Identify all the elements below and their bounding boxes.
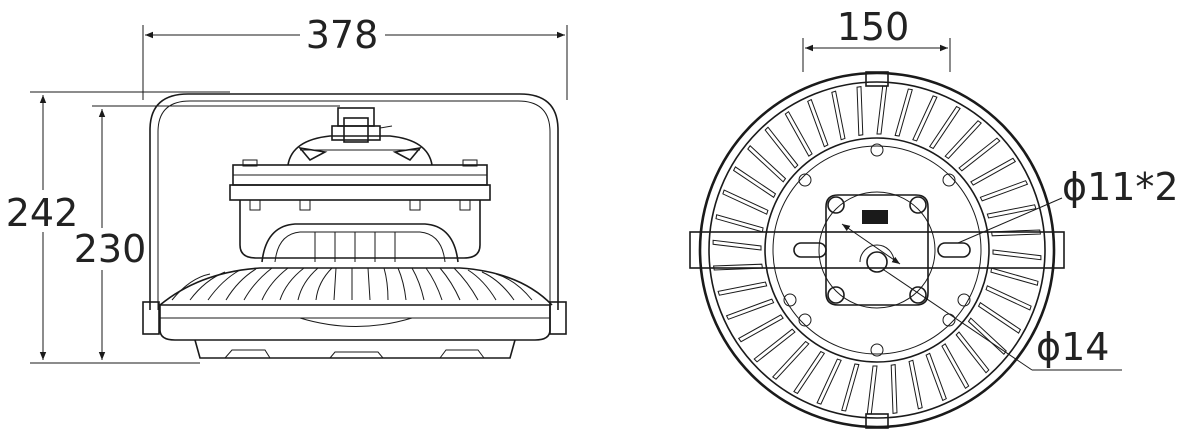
fin	[890, 363, 898, 414]
heatsink-core	[261, 223, 459, 263]
fin	[986, 204, 1037, 219]
fin	[722, 189, 769, 215]
logo-mark	[862, 210, 888, 224]
fin	[985, 285, 1032, 311]
center-plate	[825, 194, 929, 306]
mounting-bracket	[142, 93, 567, 335]
fin	[955, 331, 990, 374]
fin	[876, 85, 888, 135]
slot-hole-right	[937, 242, 971, 258]
front-bracket	[689, 231, 1065, 269]
fin	[715, 214, 764, 233]
heatsink-fins	[159, 267, 553, 306]
fin	[967, 317, 1007, 355]
fin	[941, 343, 970, 390]
fin	[894, 88, 913, 137]
dim-label-center-hole: ϕ14	[1036, 325, 1109, 369]
fin	[784, 110, 813, 157]
fin	[816, 358, 842, 405]
cable-gland	[331, 107, 393, 143]
housing-outline	[698, 71, 1056, 429]
fin	[992, 249, 1042, 261]
dim-label-overall-height: 242	[6, 191, 79, 235]
fin	[979, 180, 1029, 202]
fin	[717, 281, 768, 296]
clips	[865, 71, 889, 429]
fin	[990, 229, 1041, 237]
leader-center-hole: ϕ14	[883, 269, 1122, 371]
fin	[977, 301, 1022, 334]
fin	[753, 328, 796, 363]
dim-label-bracket-spacing: 150	[837, 5, 910, 49]
slot-hole-left	[793, 242, 827, 258]
fin	[772, 340, 810, 380]
fin	[841, 363, 860, 412]
dimension-bracket-spacing: 150	[802, 5, 951, 72]
fin	[866, 365, 878, 415]
dimension-width: 378	[142, 13, 568, 100]
leader-slot-holes: ϕ11*2	[841, 165, 1179, 265]
fin	[807, 98, 829, 148]
fin	[944, 120, 982, 160]
fin	[737, 314, 784, 343]
lamp-body	[159, 304, 551, 359]
fin	[908, 359, 923, 410]
fin	[928, 105, 961, 150]
fin	[831, 90, 846, 141]
fin	[958, 137, 1001, 172]
fin	[732, 166, 777, 199]
fin	[725, 298, 775, 320]
dimension-overall-height: 242	[6, 91, 230, 364]
driver-housing	[229, 135, 491, 259]
side-view: 378 242 230	[6, 13, 568, 364]
mounting-holes	[783, 143, 971, 357]
dim-label-slot-holes: ϕ11*2	[1062, 165, 1179, 209]
dim-label-body-height: 230	[74, 227, 147, 271]
fin	[912, 95, 938, 142]
fin	[990, 267, 1039, 286]
fin	[793, 350, 826, 395]
fin	[712, 239, 762, 251]
dimension-body-height: 230	[74, 105, 340, 360]
dim-label-width: 378	[306, 13, 379, 57]
fin	[970, 157, 1017, 186]
front-view: 150	[689, 5, 1179, 429]
fin	[764, 126, 799, 169]
fin	[713, 263, 764, 271]
fin	[925, 352, 947, 402]
fin	[747, 145, 787, 183]
radial-fins	[712, 85, 1042, 415]
center-hole	[866, 251, 888, 273]
fin	[856, 86, 864, 137]
